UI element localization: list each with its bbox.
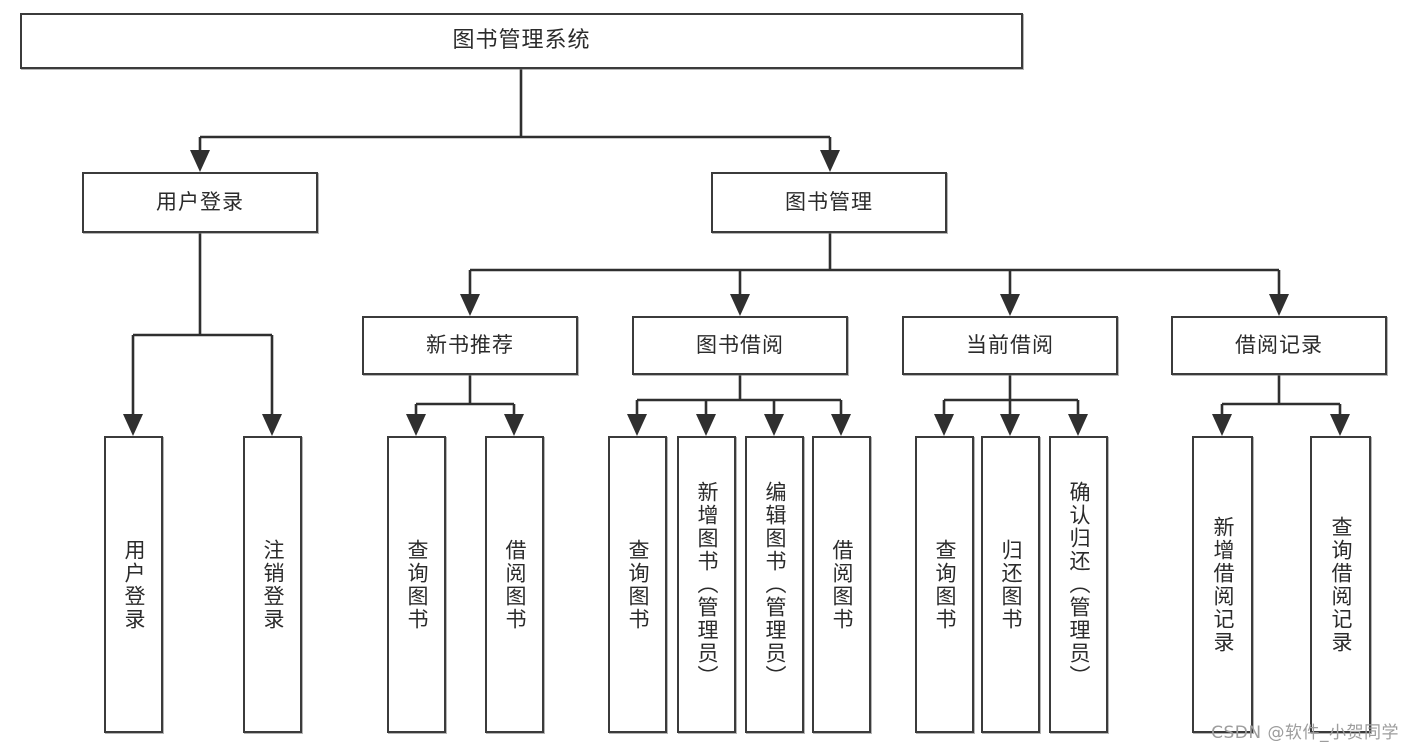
leaf-user-login-label: 用户登录 [121, 538, 146, 631]
node-new-book-recommend[interactable]: 新书推荐 [362, 316, 578, 375]
arrowhead-borrow-record [1269, 294, 1289, 316]
arrowhead-leaf-user-login [123, 414, 143, 436]
arrowhead-leaf-query-book-1 [406, 414, 426, 436]
node-book-borrow[interactable]: 图书借阅 [632, 316, 848, 375]
watermark-text: CSDN @软件_小贺同学 [1211, 723, 1399, 743]
leaf-query-record-label: 查询借阅记录 [1328, 515, 1353, 654]
leaf-query-book-2[interactable]: 查询图书 [608, 436, 667, 733]
leaf-confirm-return-label: 确认归还（管理员） [1066, 481, 1091, 688]
node-current-borrow[interactable]: 当前借阅 [902, 316, 1118, 375]
arrowhead-book-manage [820, 150, 840, 172]
leaf-query-book-3-label: 查询图书 [932, 538, 957, 631]
leaf-borrow-book-1[interactable]: 借阅图书 [485, 436, 544, 733]
leaf-borrow-book-2-label: 借阅图书 [829, 538, 854, 631]
arrowhead-new-book-recommend [460, 294, 480, 316]
arrowhead-current-borrow [1000, 294, 1020, 316]
leaf-add-book[interactable]: 新增图书（管理员） [677, 436, 736, 733]
arrowhead-leaf-query-book-2 [627, 414, 647, 436]
arrowhead-leaf-borrow-book-2 [831, 414, 851, 436]
node-current-borrow-label: 当前借阅 [966, 332, 1054, 357]
arrowhead-leaf-borrow-book-1 [504, 414, 524, 436]
leaf-query-book-3[interactable]: 查询图书 [915, 436, 974, 733]
leaf-add-book-label: 新增图书（管理员） [694, 481, 719, 688]
arrowhead-leaf-edit-book [764, 414, 784, 436]
leaf-confirm-return[interactable]: 确认归还（管理员） [1049, 436, 1108, 733]
leaf-user-login[interactable]: 用户登录 [104, 436, 163, 733]
arrowhead-leaf-return-book [1000, 414, 1020, 436]
arrowhead-user-login [190, 150, 210, 172]
node-root-label: 图书管理系统 [452, 27, 591, 53]
leaf-logout[interactable]: 注销登录 [243, 436, 302, 733]
leaf-logout-label: 注销登录 [260, 538, 285, 631]
arrowhead-leaf-query-record [1330, 414, 1350, 436]
arrowhead-leaf-add-record [1212, 414, 1232, 436]
leaf-query-record[interactable]: 查询借阅记录 [1310, 436, 1371, 733]
arrowhead-book-borrow [730, 294, 750, 316]
node-book-borrow-label: 图书借阅 [696, 332, 784, 357]
node-borrow-record-label: 借阅记录 [1235, 332, 1323, 357]
leaf-query-book-1[interactable]: 查询图书 [387, 436, 446, 733]
leaf-add-record[interactable]: 新增借阅记录 [1192, 436, 1253, 733]
node-user-login-label: 用户登录 [156, 189, 244, 214]
leaf-return-book-label: 归还图书 [998, 538, 1023, 631]
arrowhead-leaf-query-book-3 [934, 414, 954, 436]
arrowhead-leaf-logout [262, 414, 282, 436]
arrowhead-leaf-add-book [696, 414, 716, 436]
leaf-add-record-label: 新增借阅记录 [1210, 515, 1235, 654]
arrowhead-leaf-confirm-return [1068, 414, 1088, 436]
leaf-borrow-book-1-label: 借阅图书 [502, 538, 527, 631]
node-user-login[interactable]: 用户登录 [82, 172, 318, 233]
leaf-return-book[interactable]: 归还图书 [981, 436, 1040, 733]
leaf-query-book-2-label: 查询图书 [625, 538, 650, 631]
leaf-edit-book-label: 编辑图书（管理员） [762, 481, 787, 688]
node-root[interactable]: 图书管理系统 [20, 13, 1023, 69]
leaf-borrow-book-2[interactable]: 借阅图书 [812, 436, 871, 733]
node-book-manage-label: 图书管理 [785, 189, 873, 214]
node-book-manage[interactable]: 图书管理 [711, 172, 947, 233]
leaf-query-book-1-label: 查询图书 [404, 538, 429, 631]
node-borrow-record[interactable]: 借阅记录 [1171, 316, 1387, 375]
node-new-book-recommend-label: 新书推荐 [426, 332, 514, 357]
leaf-edit-book[interactable]: 编辑图书（管理员） [745, 436, 804, 733]
